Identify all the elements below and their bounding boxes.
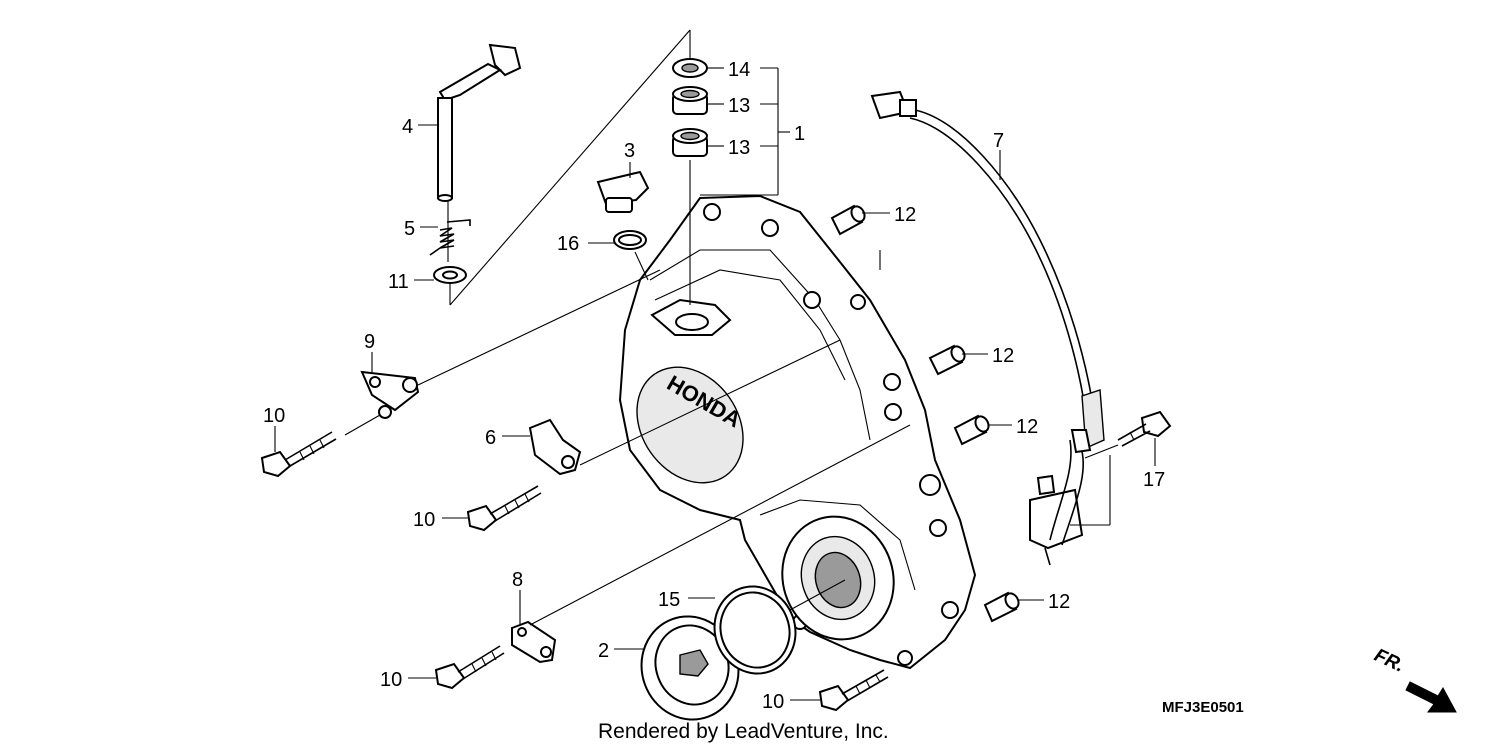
callout-10b: 10 [413,509,435,531]
needle-bearing-13b[interactable] [672,128,708,157]
callout-6: 6 [485,427,496,449]
diagram-code: MFJ3E0501 [1162,699,1244,716]
bracket-9[interactable] [360,370,420,419]
crankcase-cover[interactable]: HONDA [615,194,977,670]
spring-5[interactable] [429,219,471,256]
callout-17: 17 [1143,469,1165,491]
o-ring-15[interactable] [702,575,807,685]
callout-10a: 10 [263,405,285,427]
callout-labels: 14 13 13 1 3 16 4 5 11 9 10 6 10 8 15 2 … [263,59,1165,713]
callout-8: 8 [512,569,523,591]
callout-13b: 13 [728,137,750,159]
callout-15: 15 [658,589,680,611]
bolt-10a[interactable] [260,431,337,478]
plug-cap-2[interactable] [627,603,753,734]
bearing-14[interactable] [672,58,708,78]
callout-1: 1 [794,123,805,145]
callout-5: 5 [404,218,415,240]
callout-14: 14 [728,59,750,81]
needle-bearing-13a[interactable] [672,86,708,115]
bolt-10c[interactable] [434,645,505,690]
callout-10d: 10 [762,691,784,713]
render-credit: Rendered by LeadVenture, Inc. [598,720,889,743]
callout-4: 4 [402,116,413,138]
bolt-10b[interactable] [466,485,542,532]
bolt-17[interactable] [1117,410,1172,447]
dowel-pin-12b[interactable] [928,344,967,376]
callout-11: 11 [388,271,409,293]
washer-11[interactable] [433,266,467,284]
front-direction-arrow-icon: FR. [1371,645,1457,713]
callout-2: 2 [598,640,609,662]
callout-10c: 10 [380,669,402,691]
rod-4[interactable] [437,43,522,202]
callout-9: 9 [364,331,375,353]
callout-12a: 12 [894,204,916,226]
callout-12c: 12 [1016,416,1038,438]
o-ring-16[interactable] [613,230,647,250]
oil-filler-cap-3[interactable] [596,170,650,213]
callout-7: 7 [993,130,1004,152]
dowel-pin-12d[interactable] [983,591,1021,623]
clamp-6[interactable] [528,418,582,476]
front-label: FR. [1371,645,1408,677]
leader-lines [274,67,1156,701]
dowel-pin-12c[interactable] [953,414,991,446]
sensor-wire-7[interactable] [870,90,1105,566]
callout-12b: 12 [992,345,1014,367]
dowel-pin-12a[interactable] [830,204,867,236]
callout-16: 16 [557,233,579,255]
bolt-10d[interactable] [818,669,889,712]
callout-13a: 13 [728,95,750,117]
bracket-8[interactable] [511,620,557,664]
callout-3: 3 [624,140,635,162]
callout-12d: 12 [1048,591,1070,613]
